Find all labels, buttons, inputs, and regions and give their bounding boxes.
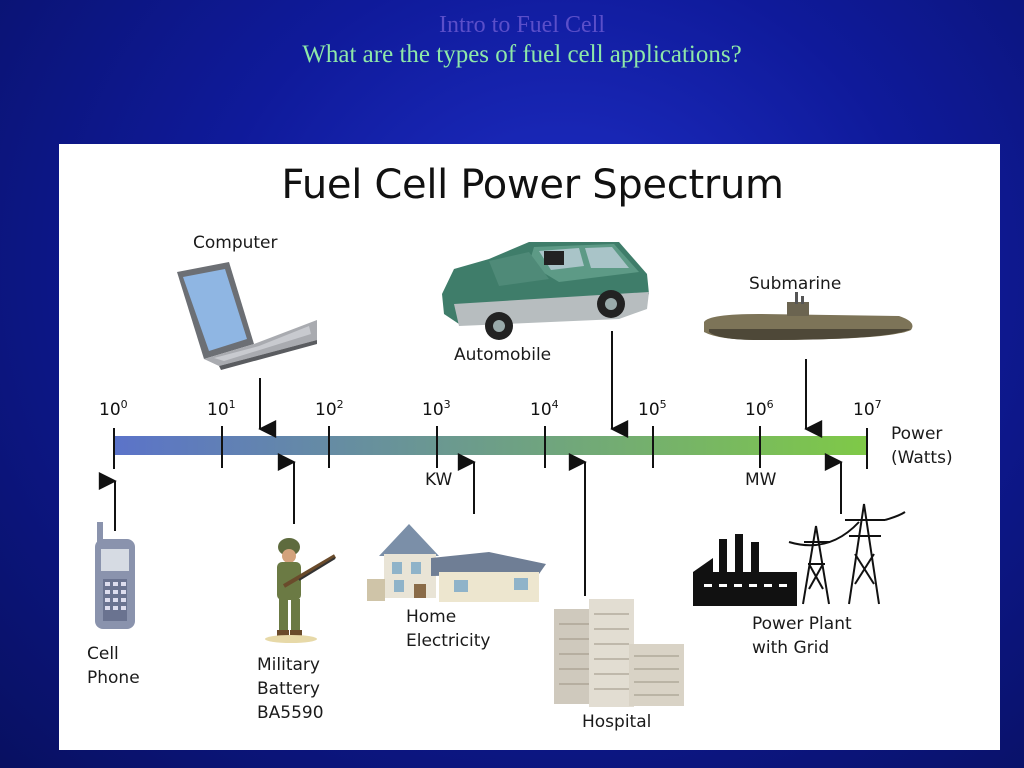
kw-label: KW	[425, 468, 452, 492]
laptop-icon	[177, 262, 317, 370]
tick-label-10^2: 102	[315, 400, 344, 420]
power-plant-label: Power Plant with Grid	[752, 612, 852, 660]
automobile-label: Automobile	[454, 343, 551, 367]
hospital-icon	[554, 599, 684, 707]
mw-label: MW	[745, 468, 776, 492]
tick-label-10^0: 100	[99, 400, 128, 420]
house-icon	[367, 524, 546, 602]
slide-title: Intro to Fuel Cell	[0, 10, 1024, 40]
tick-label-10^3: 103	[422, 400, 451, 420]
tick-label-10^7: 107	[853, 400, 882, 420]
power-spectrum-figure: Fuel Cell Power Spectrum	[59, 144, 1000, 750]
power-axis-label: Power (Watts)	[891, 422, 953, 470]
cell-phone-icon	[95, 522, 135, 629]
slide-subtitle: What are the types of fuel cell applicat…	[0, 40, 1024, 70]
soldier-icon	[265, 538, 335, 643]
tick-label-10^6: 106	[745, 400, 774, 420]
tick-label-10^5: 105	[638, 400, 667, 420]
submarine-icon	[704, 292, 913, 340]
cell-phone-label: Cell Phone	[87, 642, 140, 690]
transmission-tower-icon	[789, 504, 905, 604]
power-plant-icon	[693, 534, 797, 606]
tick-label-10^1: 101	[207, 400, 236, 420]
home-electricity-label: Home Electricity	[406, 605, 490, 653]
military-battery-label: Military Battery BA5590	[257, 653, 324, 725]
computer-label: Computer	[193, 231, 278, 255]
power-bar	[114, 436, 867, 455]
hospital-label: Hospital	[582, 710, 651, 734]
slide-header: Intro to Fuel Cell What are the types of…	[0, 10, 1024, 70]
automobile-icon	[442, 242, 649, 340]
tick-label-10^4: 104	[530, 400, 559, 420]
submarine-label: Submarine	[749, 272, 841, 296]
